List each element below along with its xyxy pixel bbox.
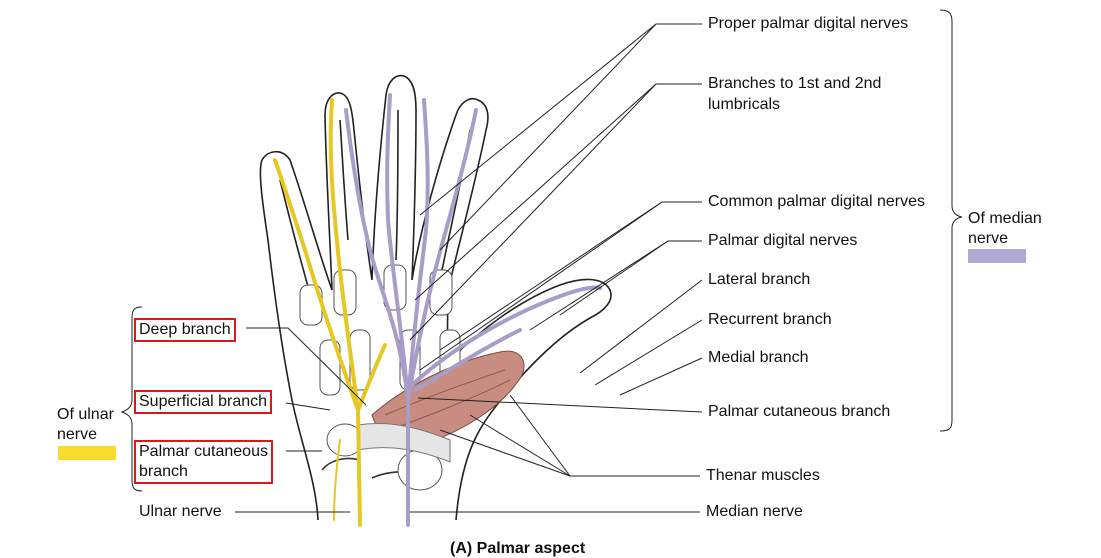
label-thenar-muscles: Thenar muscles [706,467,820,484]
label-palmar-digital-nerves: Palmar digital nerves [708,232,858,249]
label-of-median-nerve: nerve [968,230,1009,247]
label-recurrent-branch: Recurrent branch [708,311,832,328]
label-branches-lumbricals-line1: Branches to 1st and 2nd [708,75,882,92]
flexor-retinaculum [357,422,451,463]
median-nerve-branches [344,93,602,527]
ulnar-nerve-branches [273,98,387,527]
label-ulnar-palmar-cutaneous-line2: branch [139,463,188,480]
label-branches-lumbricals-line2: lumbricals [708,96,781,113]
median-color-swatch [968,249,1026,263]
label-common-palmar-digital-nerves: Common palmar digital nerves [708,193,925,210]
label-ulnar-palmar-cutaneous-branch: Palmar cutaneous branch [134,440,273,484]
label-median-palmar-cutaneous-branch: Palmar cutaneous branch [708,403,891,420]
label-of-ulnar: Of ulnar [57,406,114,423]
label-deep-branch: Deep branch [134,318,236,342]
label-median-nerve: Median nerve [706,503,803,520]
ulnar-color-swatch [58,446,116,460]
label-ulnar-palmar-cutaneous-line1: Palmar cutaneous [139,443,268,460]
label-ulnar-nerve: Ulnar nerve [139,503,222,520]
label-lateral-branch: Lateral branch [708,271,811,288]
label-superficial-branch: Superficial branch [134,390,273,414]
label-of-median: Of median [968,210,1042,227]
figure-caption: (A) Palmar aspect [450,540,586,557]
label-of-ulnar-nerve: nerve [57,426,98,443]
label-proper-palmar-digital-nerves: Proper palmar digital nerves [708,15,909,32]
leader-lines [120,9,963,513]
label-medial-branch: Medial branch [708,349,809,366]
